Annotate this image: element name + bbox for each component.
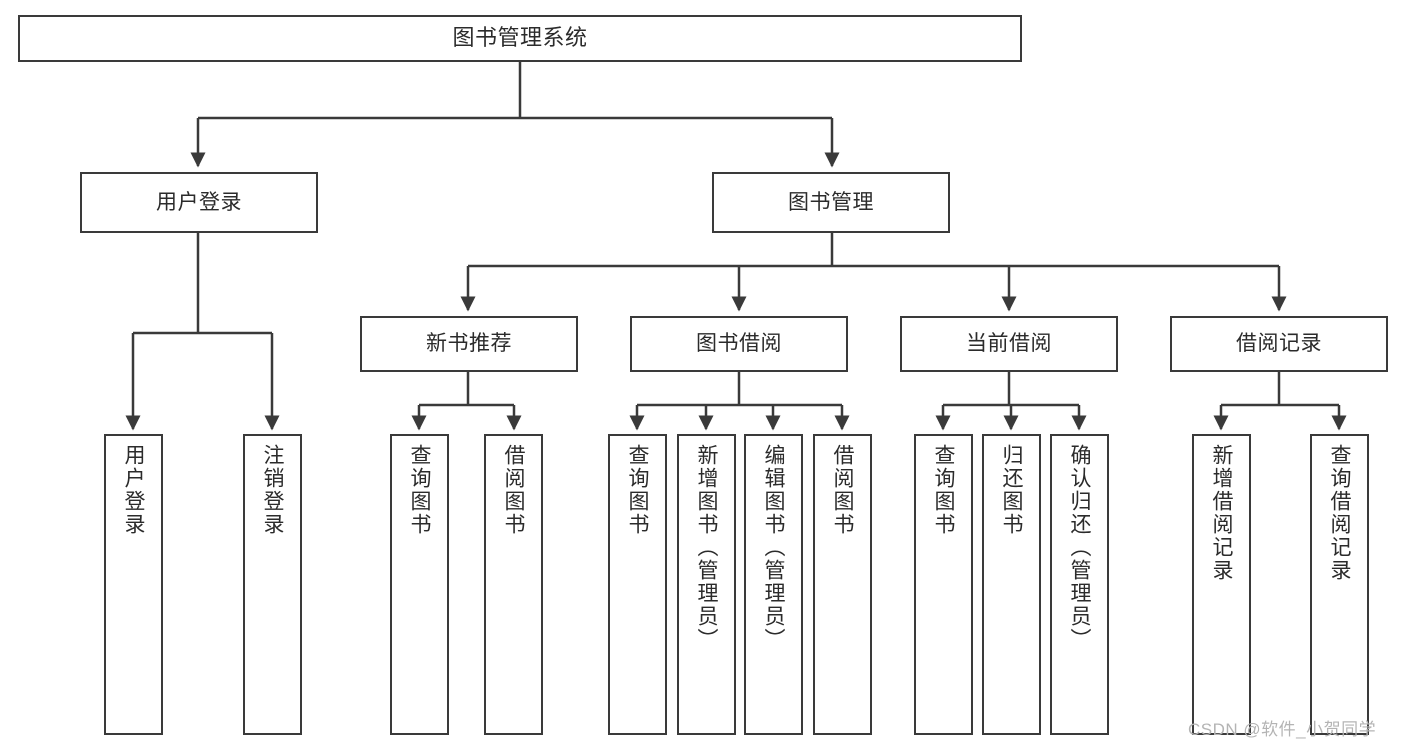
leaf-current-borrow-search[interactable]: 查询图书 (914, 434, 973, 735)
node-label: 归还图书 (1000, 444, 1023, 536)
node-current-borrow[interactable]: 当前借阅 (900, 316, 1118, 372)
node-borrow-record[interactable]: 借阅记录 (1170, 316, 1388, 372)
node-label: 当前借阅 (966, 332, 1052, 356)
leaf-borrow-record-add[interactable]: 新增借阅记录 (1192, 434, 1251, 735)
node-label: 新增图书（管理员） (695, 444, 718, 651)
node-label: 图书借阅 (696, 332, 782, 356)
node-label: 查询图书 (408, 444, 431, 536)
node-label: 新增借阅记录 (1210, 444, 1233, 582)
node-user-login[interactable]: 用户登录 (80, 172, 318, 233)
node-root-system[interactable]: 图书管理系统 (18, 15, 1022, 62)
leaf-book-borrow-lend[interactable]: 借阅图书 (813, 434, 872, 735)
node-label: 确认归还（管理员） (1068, 444, 1091, 651)
node-label: 借阅记录 (1236, 332, 1322, 356)
leaf-book-borrow-search[interactable]: 查询图书 (608, 434, 667, 735)
leaf-current-borrow-confirm-return[interactable]: 确认归还（管理员） (1050, 434, 1109, 735)
leaf-book-borrow-add[interactable]: 新增图书（管理员） (677, 434, 736, 735)
node-label: 用户登录 (156, 190, 242, 214)
node-label: 图书管理系统 (452, 25, 588, 51)
node-label: 编辑图书（管理员） (762, 444, 785, 651)
leaf-new-book-borrow[interactable]: 借阅图书 (484, 434, 543, 735)
node-label: 借阅图书 (502, 444, 525, 536)
node-label: 图书管理 (788, 190, 874, 214)
node-book-management[interactable]: 图书管理 (712, 172, 950, 233)
leaf-new-book-search[interactable]: 查询图书 (390, 434, 449, 735)
csdn-watermark: CSDN @软件_小贺同学 (1188, 720, 1377, 739)
node-label: 用户登录 (122, 444, 145, 536)
node-book-borrow[interactable]: 图书借阅 (630, 316, 848, 372)
node-new-book-recommend[interactable]: 新书推荐 (360, 316, 578, 372)
leaf-book-borrow-edit[interactable]: 编辑图书（管理员） (744, 434, 803, 735)
leaf-current-borrow-return[interactable]: 归还图书 (982, 434, 1041, 735)
leaf-user-login-signout[interactable]: 注销登录 (243, 434, 302, 735)
node-label: 查询图书 (626, 444, 649, 536)
leaf-borrow-record-search[interactable]: 查询借阅记录 (1310, 434, 1369, 735)
node-label: 新书推荐 (426, 332, 512, 356)
node-label: 查询借阅记录 (1328, 444, 1351, 582)
node-label: 查询图书 (932, 444, 955, 536)
leaf-user-login-signin[interactable]: 用户登录 (104, 434, 163, 735)
node-label: 借阅图书 (831, 444, 854, 536)
node-label: 注销登录 (261, 444, 284, 536)
